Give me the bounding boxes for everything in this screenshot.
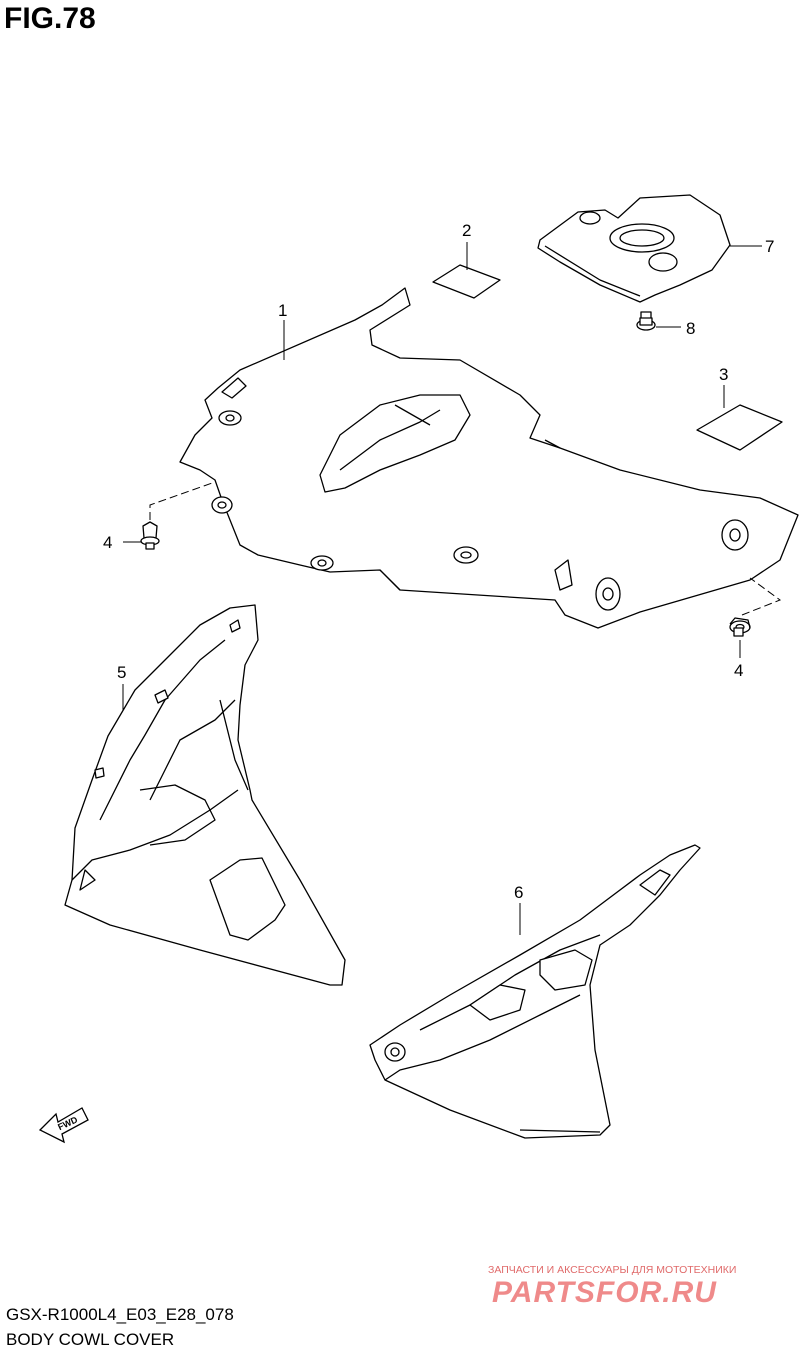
callout-8: 8 (686, 319, 695, 338)
callout-4-left: 4 (103, 533, 112, 552)
part-3-cushion[interactable] (696, 404, 783, 451)
callout-3: 3 (719, 365, 728, 384)
callout-1: 1 (278, 301, 287, 320)
part-4-fastener-left[interactable] (140, 521, 160, 550)
watermark-tagline: ЗАПЧАСТИ И АКСЕССУАРЫ ДЛЯ МОТОТЕХНИКИ (488, 1264, 737, 1276)
callout-6: 6 (514, 883, 523, 902)
footer-section-name: BODY COWL COVER (6, 1330, 175, 1349)
footer-model-code: GSX-R1000L4_E03_E28_078 (6, 1305, 234, 1324)
callout-2: 2 (462, 221, 471, 240)
watermark-logo: PARTSFOR.RU (492, 1276, 717, 1309)
part-8-bolt[interactable] (636, 311, 656, 331)
callout-4-right: 4 (734, 661, 743, 680)
fwd-arrow-icon: FWD (38, 1107, 89, 1144)
part-4-fastener-right[interactable] (729, 617, 751, 637)
part-2-cushion[interactable] (432, 264, 501, 299)
part-7-upper-cover[interactable] (537, 194, 731, 303)
callout-5: 5 (117, 663, 126, 682)
part-5-inner-cover-left[interactable] (64, 604, 346, 986)
part-6-inner-cover-right[interactable] (369, 844, 701, 1139)
figure-title: FIG.78 (4, 2, 96, 35)
part-1-body-cowl-cover[interactable] (179, 287, 799, 629)
callout-7: 7 (765, 237, 774, 256)
leader-lines (122, 242, 782, 935)
